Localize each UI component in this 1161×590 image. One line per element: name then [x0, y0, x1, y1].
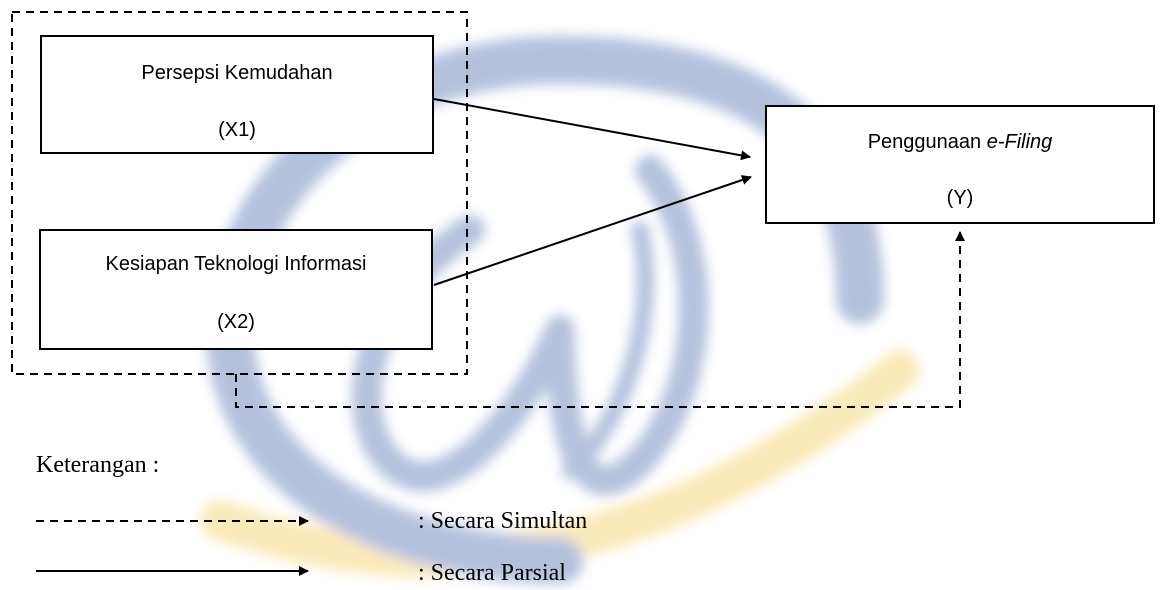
node-x2-code: (X2)	[217, 311, 255, 333]
simultaneous-arrow	[235, 231, 965, 408]
node-y-penggunaan-efiling: Penggunaan e-Filing (Y)	[765, 105, 1155, 224]
partial-arrow-x1	[433, 98, 751, 161]
partial-arrow-x2	[433, 175, 752, 286]
node-y-title: Penggunaan e-Filing	[767, 131, 1153, 154]
node-x1-persepsi-kemudahan: Persepsi Kemudahan (X1)	[40, 35, 434, 154]
simultaneous-group-border	[11, 11, 468, 375]
legend-parsial-label: : Secara Parsial	[418, 560, 566, 586]
legend-simultan-label: : Secara Simultan	[418, 508, 588, 534]
node-x2-title: Kesiapan Teknologi Informasi	[105, 253, 367, 275]
node-y-title-italic: e-Filing	[986, 131, 1053, 153]
node-x1-code: (X1)	[218, 119, 256, 141]
node-y-code: (Y)	[946, 187, 974, 209]
legend-title: Keterangan :	[36, 452, 160, 478]
node-y-title-plain: Penggunaan	[867, 131, 987, 153]
node-x1-title: Persepsi Kemudahan	[141, 62, 333, 84]
node-x2-kesiapan-teknologi: Kesiapan Teknologi Informasi (X2)	[39, 229, 433, 350]
